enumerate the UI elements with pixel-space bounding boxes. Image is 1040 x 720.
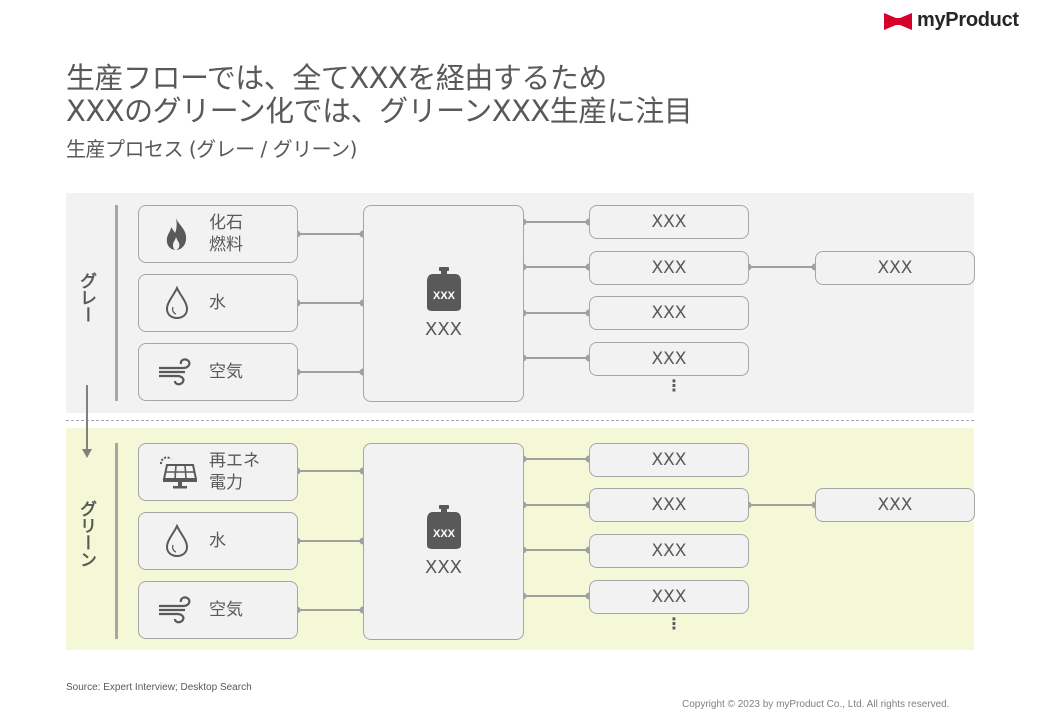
hub-process: XXX XXX xyxy=(363,443,524,640)
downstream-box: XXX xyxy=(815,488,975,522)
title-line-1: 生産フローでは、全てXXXを経由するため xyxy=(66,61,607,95)
downstream-box: XXX xyxy=(815,251,975,285)
input-label: 空気 xyxy=(209,600,243,620)
page-title: 生産フローでは、全てXXXを経由するため XXXのグリーン化では、グリーンXXX… xyxy=(66,61,693,128)
hub-process: XXX XXX xyxy=(363,205,524,402)
input-air: 空気 xyxy=(138,581,298,639)
output-box: XXX xyxy=(589,443,749,477)
water-drop-icon xyxy=(155,286,199,320)
section-label-gray: グレー xyxy=(76,272,96,323)
hub-label: XXX xyxy=(425,557,462,578)
copyright-notice: Copyright © 2023 by myProduct Co., Ltd. … xyxy=(682,699,950,710)
input-label: 空気 xyxy=(209,362,243,382)
input-air: 空気 xyxy=(138,343,298,401)
input-label-line2: 電力 xyxy=(209,473,243,493)
weight-icon: XXX xyxy=(426,267,461,311)
hub-label: XXX xyxy=(425,319,462,340)
title-line-2: XXXのグリーン化では、グリーンXXX生産に注目 xyxy=(66,94,693,128)
output-box: XXX xyxy=(589,296,749,330)
flame-icon xyxy=(155,217,199,251)
water-drop-icon xyxy=(155,524,199,558)
input-fossil-fuel: 化石 燃料 xyxy=(138,205,298,263)
input-label-line2: 燃料 xyxy=(209,235,243,255)
weight-icon: XXX xyxy=(426,505,461,549)
input-renewable-power: 再エネ 電力 xyxy=(138,443,298,501)
wind-icon xyxy=(155,358,199,386)
output-box: XXX xyxy=(589,580,749,614)
bow-logo-icon xyxy=(884,12,912,30)
output-box: XXX xyxy=(589,205,749,239)
weight-icon-text: XXX xyxy=(432,290,455,302)
output-box: XXX xyxy=(589,534,749,568)
section-divider xyxy=(66,420,974,421)
input-water: 水 xyxy=(138,512,298,570)
more-indicator: ⋮ xyxy=(666,616,682,632)
more-indicator: ⋮ xyxy=(666,378,682,394)
input-label-line1: 化石 xyxy=(209,213,243,233)
input-water: 水 xyxy=(138,274,298,332)
gray-bracket-bar xyxy=(115,205,118,401)
solar-panel-icon xyxy=(155,454,199,490)
source-note: Source: Expert Interview; Desktop Search xyxy=(66,682,252,693)
input-label-line1: 再エネ xyxy=(209,451,260,471)
brand-logo: myProduct xyxy=(884,9,1019,32)
wind-icon xyxy=(155,596,199,624)
section-label-green: グリーン xyxy=(76,500,96,568)
input-label: 水 xyxy=(209,531,226,551)
brand-name: myProduct xyxy=(917,9,1019,31)
output-box: XXX xyxy=(589,342,749,376)
green-bracket-bar xyxy=(115,443,118,639)
transition-arrow-icon xyxy=(82,385,92,458)
weight-icon-text: XXX xyxy=(432,528,455,540)
input-label: 水 xyxy=(209,293,226,313)
output-box: XXX xyxy=(589,251,749,285)
output-box: XXX xyxy=(589,488,749,522)
page-subtitle: 生産プロセス (グレー / グリーン) xyxy=(66,137,357,161)
